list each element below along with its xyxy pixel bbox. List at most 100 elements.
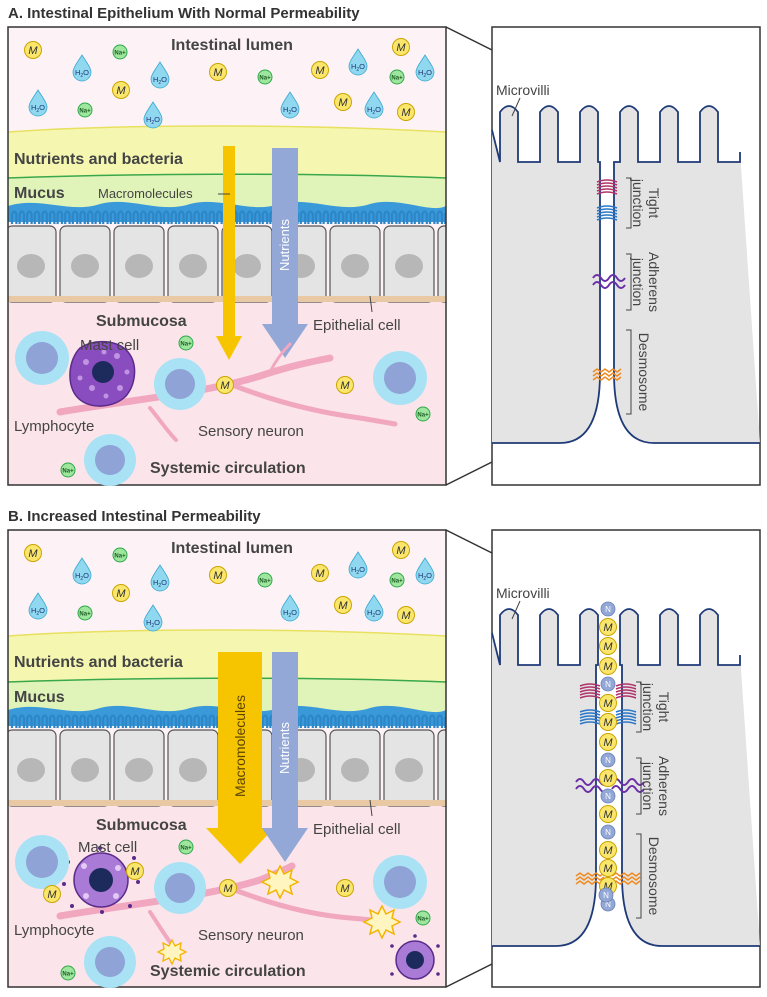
- mast-cell-degranulating: [62, 846, 140, 914]
- svg-text:M: M: [603, 717, 613, 729]
- svg-text:H2O: H2O: [351, 565, 365, 576]
- mucus-label: Mucus: [14, 689, 65, 706]
- macromolecules-arrow-label: Macromolecules: [232, 695, 248, 797]
- macromolecule-particle: M: [24, 41, 42, 59]
- sodium-ion: Na+: [257, 572, 273, 588]
- svg-text:H2O: H2O: [283, 105, 297, 116]
- macromolecule-particle: M: [599, 733, 617, 751]
- svg-text:M: M: [315, 65, 325, 77]
- sodium-ion: Na+: [77, 102, 93, 118]
- svg-text:N: N: [603, 891, 609, 900]
- desmosome-label: Desmosome: [626, 329, 652, 415]
- sodium-ion: Na+: [77, 605, 93, 621]
- svg-text:M: M: [396, 545, 406, 557]
- sensory-neuron-label: Sensory neuron: [198, 423, 304, 440]
- panel-b-frame: [7, 529, 447, 988]
- sodium-ion: Na+: [60, 965, 76, 981]
- macromolecule-particle: M: [599, 637, 617, 655]
- svg-text:N: N: [605, 756, 611, 765]
- desmosome-strand: [592, 368, 622, 381]
- sodium-ion: Na+: [178, 839, 194, 855]
- epithelial-cell: [113, 225, 165, 303]
- macromolecule-particle: M: [599, 859, 617, 877]
- nutrients-band-edge: [8, 125, 446, 133]
- svg-text:junction: junction: [630, 257, 646, 306]
- microvilli-leader: [511, 97, 521, 117]
- epithelial-cell-label: Epithelial cell: [313, 821, 401, 838]
- epithelial-cell: [167, 729, 219, 807]
- tight-junction-strand: [579, 683, 601, 725]
- sodium-ion: Na+: [257, 69, 273, 85]
- cell-membrane-outline: [491, 105, 760, 444]
- macromolecule-particle: M: [112, 81, 130, 99]
- zoom-connector-top: [445, 529, 493, 554]
- lymphocyte: [15, 331, 69, 385]
- submucosa-label: Submucosa: [96, 817, 187, 834]
- nutrient-particle: N: [600, 788, 616, 804]
- water-droplet: H2O: [348, 551, 368, 579]
- macromolecule-particle: M: [397, 606, 415, 624]
- adherens-junction-label: Adherens junction: [636, 756, 672, 816]
- epithelial-cell: [383, 729, 435, 807]
- epithelial-cell: [383, 225, 435, 303]
- nutrient-particle: N: [598, 887, 614, 903]
- epithelial-cell-label: Epithelial cell: [313, 317, 401, 334]
- macromolecule-particle: M: [334, 93, 352, 111]
- svg-text:M: M: [213, 67, 223, 79]
- svg-text:H2O: H2O: [367, 105, 381, 116]
- svg-text:Tight: Tight: [646, 188, 662, 219]
- nutrient-particle: N: [600, 824, 616, 840]
- mucus-band-edge: [8, 677, 446, 683]
- svg-text:M: M: [220, 380, 230, 392]
- svg-text:M: M: [315, 568, 325, 580]
- macromolecule-particle: M: [311, 61, 329, 79]
- svg-text:M: M: [28, 45, 38, 57]
- svg-text:Na+: Na+: [180, 342, 192, 348]
- svg-text:M: M: [223, 883, 233, 895]
- svg-text:N: N: [605, 605, 611, 614]
- svg-text:H2O: H2O: [153, 75, 167, 86]
- epithelial-cell: [8, 729, 57, 807]
- lumen-label: Intestinal lumen: [171, 37, 293, 54]
- epithelial-cell: [113, 729, 165, 807]
- epithelial-cell-row: [8, 225, 446, 303]
- macromolecule-particle: M: [311, 564, 329, 582]
- nerve-activation-burst: [362, 904, 402, 940]
- svg-text:M: M: [603, 809, 613, 821]
- svg-text:Desmosome: Desmosome: [646, 837, 662, 916]
- epithelial-cell-leader: [369, 295, 373, 313]
- water-droplet: H2O: [348, 48, 368, 76]
- macromolecule-particle: M: [599, 769, 617, 787]
- zoom-connector-bottom: [445, 461, 493, 486]
- tight-junction-label: Tight junction: [636, 681, 672, 733]
- epithelial-cell-leader: [369, 799, 373, 817]
- svg-text:M: M: [340, 883, 350, 895]
- svg-text:N: N: [605, 680, 611, 689]
- epithelial-cell: [437, 225, 446, 303]
- lymphocyte: [84, 936, 136, 988]
- nerve-activation-burst: [260, 864, 300, 900]
- lymphocyte: [373, 855, 427, 909]
- svg-text:M: M: [396, 42, 406, 54]
- panel-a-title: A. Intestinal Epithelium With Normal Per…: [8, 5, 360, 22]
- svg-text:M: M: [338, 97, 348, 109]
- macromolecule-arrow: [206, 652, 274, 864]
- water-droplet: H2O: [72, 54, 92, 82]
- sodium-ion: Na+: [415, 910, 431, 926]
- macromolecule-particle: M: [599, 618, 617, 636]
- nutrients-arrow-label: Nutrients: [277, 218, 292, 271]
- lumen-label: Intestinal lumen: [171, 540, 293, 557]
- mast-cell-label: Mast cell: [78, 839, 137, 856]
- cell-membrane-outline: [491, 608, 760, 947]
- macromolecule-particle: M: [43, 885, 61, 903]
- svg-text:M: M: [28, 548, 38, 560]
- svg-text:junction: junction: [640, 761, 656, 810]
- submucosa-label: Submucosa: [96, 313, 187, 330]
- sensory-neuron-label: Sensory neuron: [198, 927, 304, 944]
- nutrient-particle: N: [600, 601, 616, 617]
- epithelial-cell: [329, 225, 381, 303]
